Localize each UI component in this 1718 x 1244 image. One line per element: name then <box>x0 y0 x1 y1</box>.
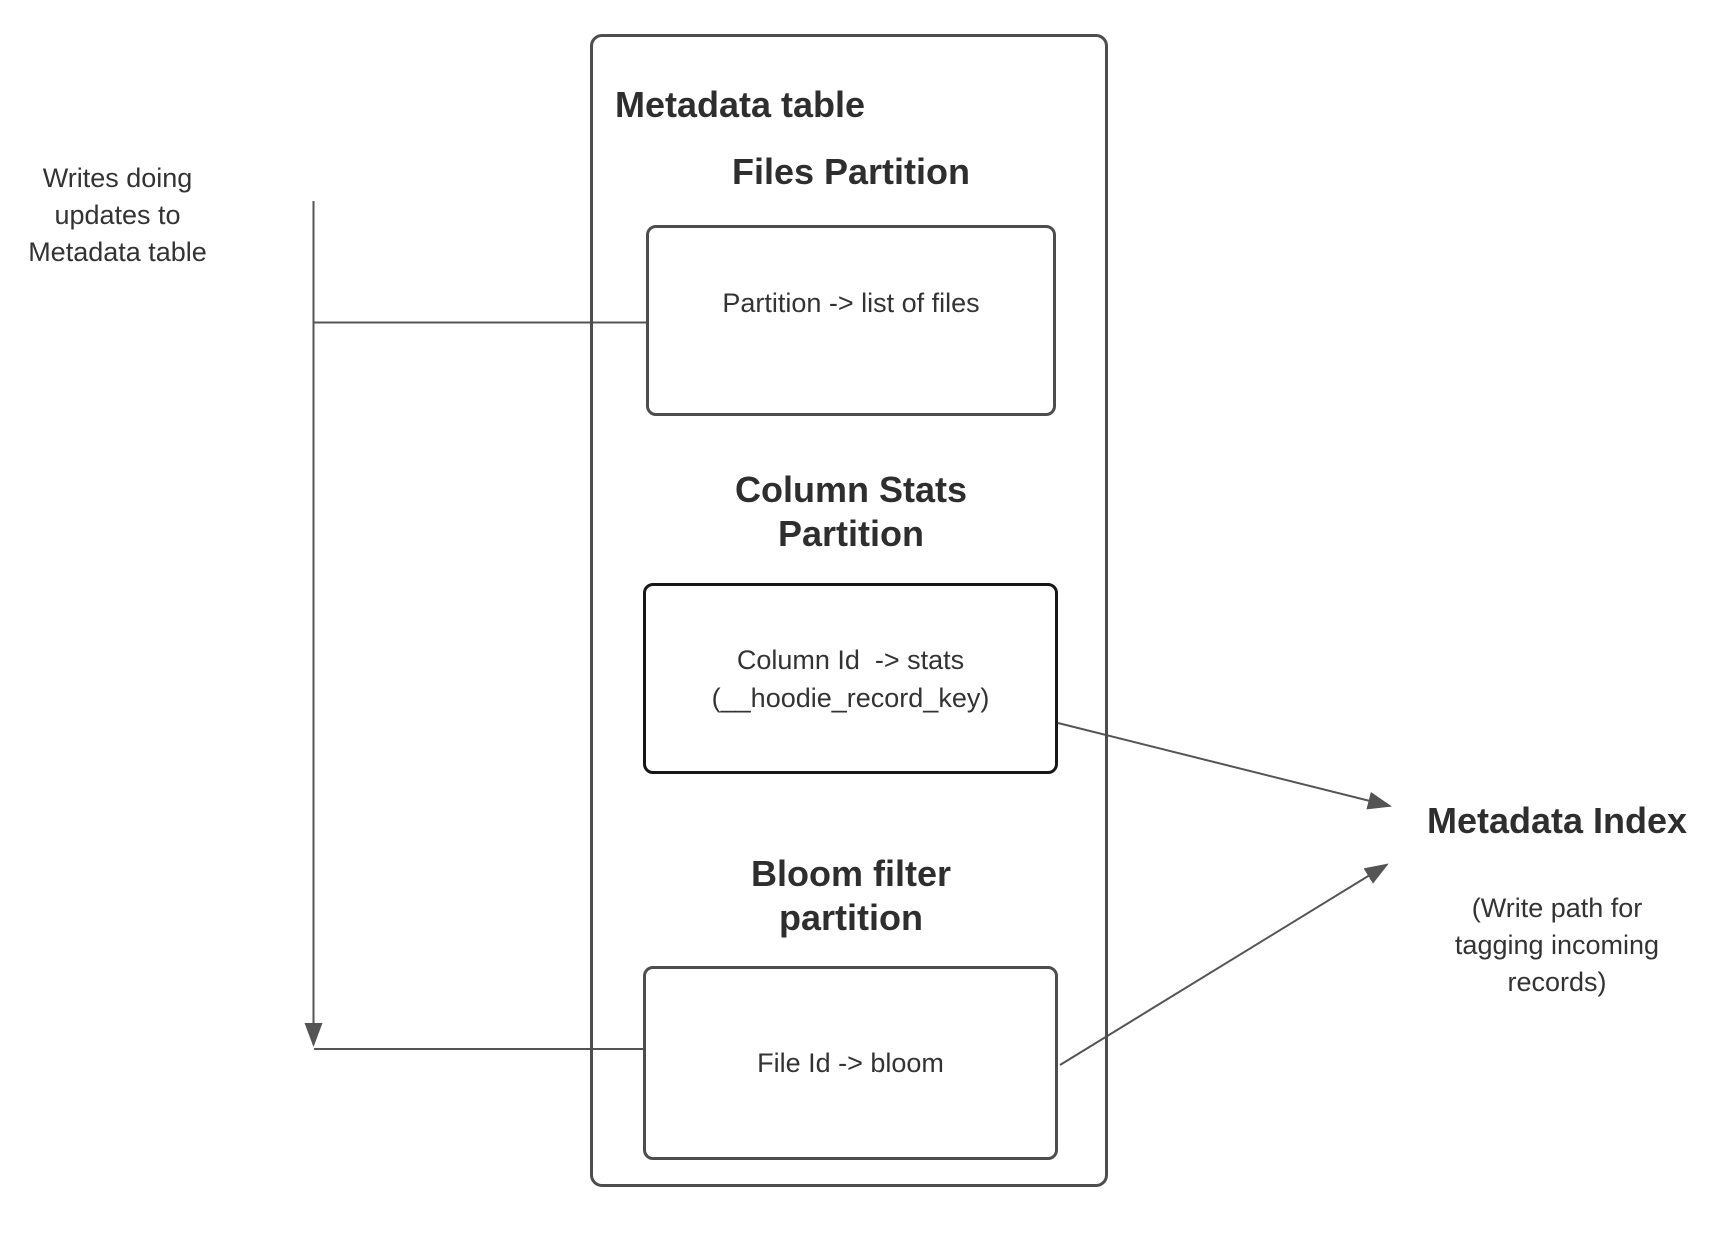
files-partition-box-text: Partition -> list of files <box>722 288 980 318</box>
files-partition-box: Partition -> list of files <box>646 225 1056 416</box>
bloom-filter-box-text: File Id -> bloom <box>757 1048 944 1078</box>
bloom-to-index-arrow <box>1059 863 1389 1066</box>
writes-updates-label-line: Writes doing <box>42 163 193 193</box>
metadata-index-subtitle-line: tagging incoming <box>1454 930 1660 960</box>
writes-updates-label-line: Metadata table <box>28 237 207 267</box>
metadata-index-subtitle-line: records) <box>1507 967 1607 997</box>
writes-updates-label-line: updates to <box>54 200 181 230</box>
column-stats-box-line: (__hoodie_record_key) <box>711 682 990 713</box>
column-stats-partition-heading: Column Stats Partition <box>645 468 1057 556</box>
bloom-filter-heading-line: Bloom filter <box>750 853 951 894</box>
column-stats-heading-line: Partition <box>777 513 924 554</box>
metadata-index-subtitle: (Write path for tagging incoming records… <box>1402 890 1712 1001</box>
metadata-index-subtitle-line: (Write path for <box>1471 893 1643 923</box>
column-stats-heading-line: Column Stats <box>734 469 967 510</box>
metadata-index-title: Metadata Index <box>1426 800 1688 841</box>
bloom-filter-partition-box: File Id -> bloom <box>643 966 1058 1160</box>
bloom-filter-partition-heading: Bloom filter partition <box>645 852 1057 940</box>
files-partition-heading: Files Partition <box>731 151 971 192</box>
column-stats-partition-box: Column Id -> stats (__hoodie_record_key) <box>643 583 1058 774</box>
bloom-filter-heading-line: partition <box>779 897 923 938</box>
column-stats-box-line: Column Id -> stats <box>736 644 965 675</box>
writes-updates-label: Writes doing updates to Metadata table <box>5 160 230 271</box>
metadata-table-title: Metadata table <box>615 84 866 125</box>
metadata-table-container <box>590 34 1108 1187</box>
